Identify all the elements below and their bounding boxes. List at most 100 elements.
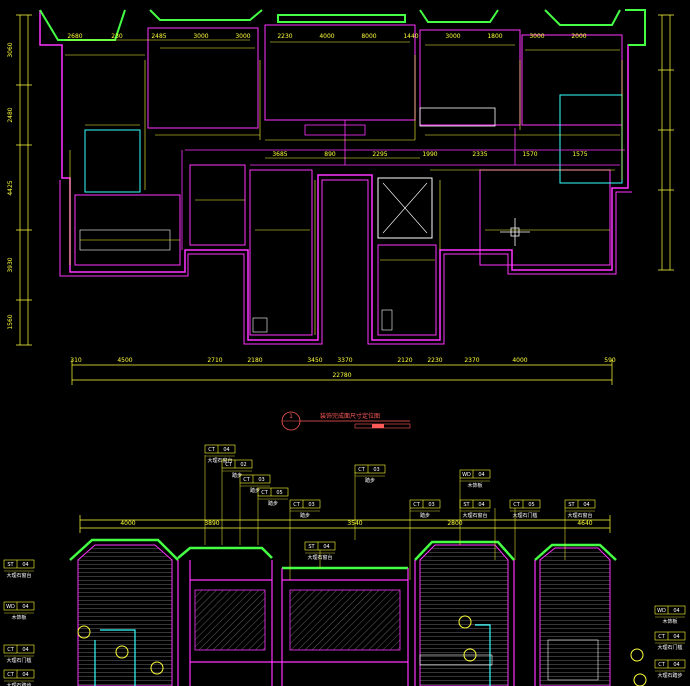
tag-code: ST — [308, 544, 315, 550]
tag-number: 04 — [323, 544, 329, 550]
tag-description: 大理石窗台 — [207, 457, 232, 464]
wood-panel — [419, 654, 493, 666]
mid-dim-label: 1570 — [522, 151, 537, 158]
tag-description: 踏步 — [268, 500, 278, 507]
bottom-dim-label: 2230 — [427, 357, 442, 364]
tile-floor-2 — [289, 589, 401, 651]
tag-number: 03 — [258, 477, 264, 483]
tag-code: CT — [7, 672, 14, 678]
bottom-dim-label: 590 — [604, 357, 616, 364]
lower-dim-label: 3890 — [204, 520, 219, 527]
bottom-dim-line — [71, 360, 613, 385]
elevator-x — [382, 182, 428, 234]
tag-code: ST — [568, 502, 575, 508]
lower-dim-line — [79, 515, 611, 533]
cyan-line-1 — [94, 629, 136, 686]
lower-dim-label: 4640 — [577, 520, 592, 527]
room-bath2 — [377, 244, 437, 336]
tag-number: 04 — [22, 672, 28, 678]
room-elevator — [377, 177, 433, 239]
bay-floor-right-1 — [419, 544, 509, 686]
door-panel — [547, 639, 599, 681]
top-dim-label: 1440 — [403, 33, 418, 40]
tag-description: 大理石窗台 — [462, 512, 487, 519]
crosshair-box — [510, 227, 520, 237]
bottom-dim-label: 4500 — [117, 357, 132, 364]
counter-1 — [304, 124, 366, 136]
left-dim-label: 2480 — [7, 107, 14, 122]
tag-description: 大理石窗台 — [567, 512, 592, 519]
tag-number: 04 — [673, 634, 679, 640]
tag-code: CT — [413, 502, 420, 508]
room-laundry — [84, 129, 141, 193]
tag-number: 04 — [478, 502, 484, 508]
plan-inner-wall — [59, 179, 632, 345]
top-dim-label: 3000 — [193, 33, 208, 40]
tag-code: CT — [243, 477, 250, 483]
bay-outline-left — [69, 538, 179, 561]
fixture-2 — [381, 309, 393, 331]
interior-dim-lines — [65, 39, 623, 335]
bottom-dim-label: 2180 — [247, 357, 262, 364]
tag-code: CT — [293, 502, 300, 508]
left-dim-column — [16, 14, 32, 346]
tag-description: 木饰板 — [467, 482, 482, 489]
bottom-dim-label: 310 — [70, 357, 82, 364]
top-dim-label: 4000 — [319, 33, 334, 40]
tag-code: CT — [358, 467, 365, 473]
tag-code: CT — [261, 490, 268, 496]
lower-dim-label: 4000 — [120, 520, 135, 527]
tag-number: 02 — [240, 462, 246, 468]
tag-code: CT — [658, 634, 665, 640]
bottom-dim-label: 2120 — [397, 357, 412, 364]
tag-code: CT — [7, 647, 14, 653]
mid-dim-label: 1575 — [572, 151, 587, 158]
marker-4 — [458, 615, 472, 629]
mid-dim-label: 3685 — [272, 151, 287, 158]
left-dim-label: 4425 — [7, 180, 14, 195]
marker-6 — [630, 648, 644, 662]
top-dim-label: 1800 — [487, 33, 502, 40]
top-dim-label: 2230 — [277, 33, 292, 40]
tag-number: 04 — [478, 472, 484, 478]
room-dining — [189, 164, 246, 246]
tag-leader-lines — [204, 455, 566, 580]
bay-window-5 — [544, 9, 621, 26]
bottom-dim-label: 2370 — [464, 357, 479, 364]
bay-window-4 — [419, 9, 499, 23]
tag-description: 踏步 — [420, 512, 430, 519]
cyan-line-2 — [475, 624, 491, 686]
lower-floor-plan — [69, 515, 647, 686]
top-dim-label: 3000 — [445, 33, 460, 40]
top-dim-label: 3000 — [529, 33, 544, 40]
left-dim-label: 1560 — [7, 314, 14, 329]
mid-dim-label: 2295 — [372, 151, 387, 158]
plan-title: 装饰完成面尺寸定位图 — [320, 412, 380, 420]
bay-window-2 — [149, 9, 263, 21]
bay-window-3 — [277, 14, 406, 23]
tag-code: CT — [513, 502, 520, 508]
corridor-lines — [181, 120, 625, 250]
tag-number: 04 — [22, 604, 28, 610]
tag-description: 大理石门槛 — [512, 512, 537, 519]
marker-7 — [633, 673, 647, 686]
top-dim-label: 2680 — [67, 33, 82, 40]
room-bath1 — [249, 169, 313, 336]
top-dim-label: 3000 — [235, 33, 250, 40]
